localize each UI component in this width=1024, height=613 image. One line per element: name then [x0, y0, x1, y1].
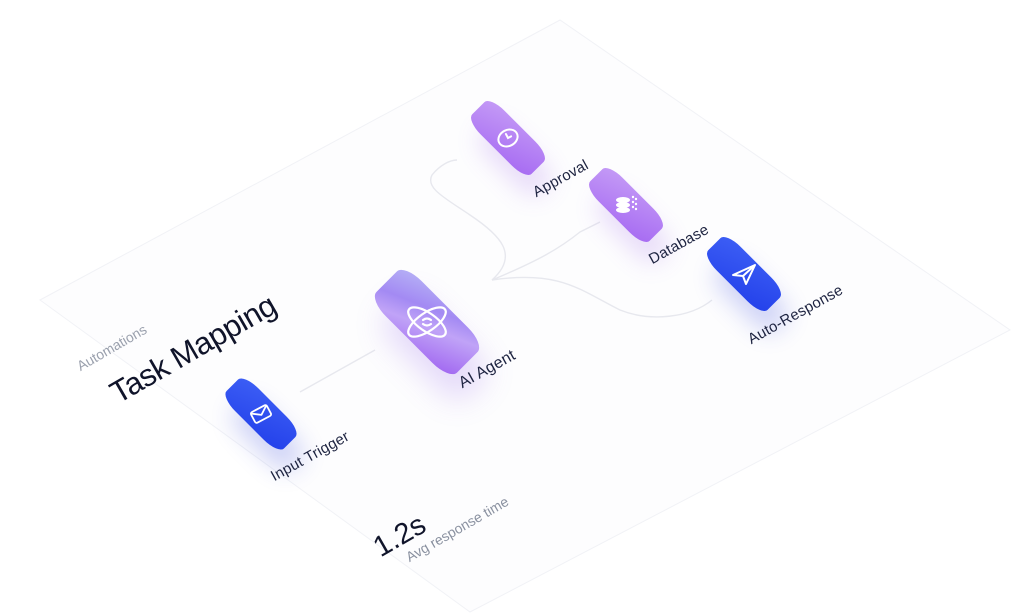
edge-agent-to-approval [429, 159, 507, 281]
mail-icon [248, 404, 274, 424]
send-icon [729, 261, 759, 287]
orbit-icon [395, 298, 459, 346]
node-input-trigger[interactable] [205, 373, 317, 455]
edge-agent-to-auto-response [491, 276, 713, 318]
database-icon [610, 192, 642, 218]
node-ai-agent[interactable] [347, 263, 507, 381]
clock-icon [494, 127, 522, 149]
edge-agent-to-database [491, 221, 601, 281]
node-auto-response[interactable] [685, 232, 803, 316]
edge-trigger-to-agent [299, 349, 376, 393]
node-approval[interactable] [450, 96, 566, 180]
node-database[interactable] [568, 163, 684, 247]
